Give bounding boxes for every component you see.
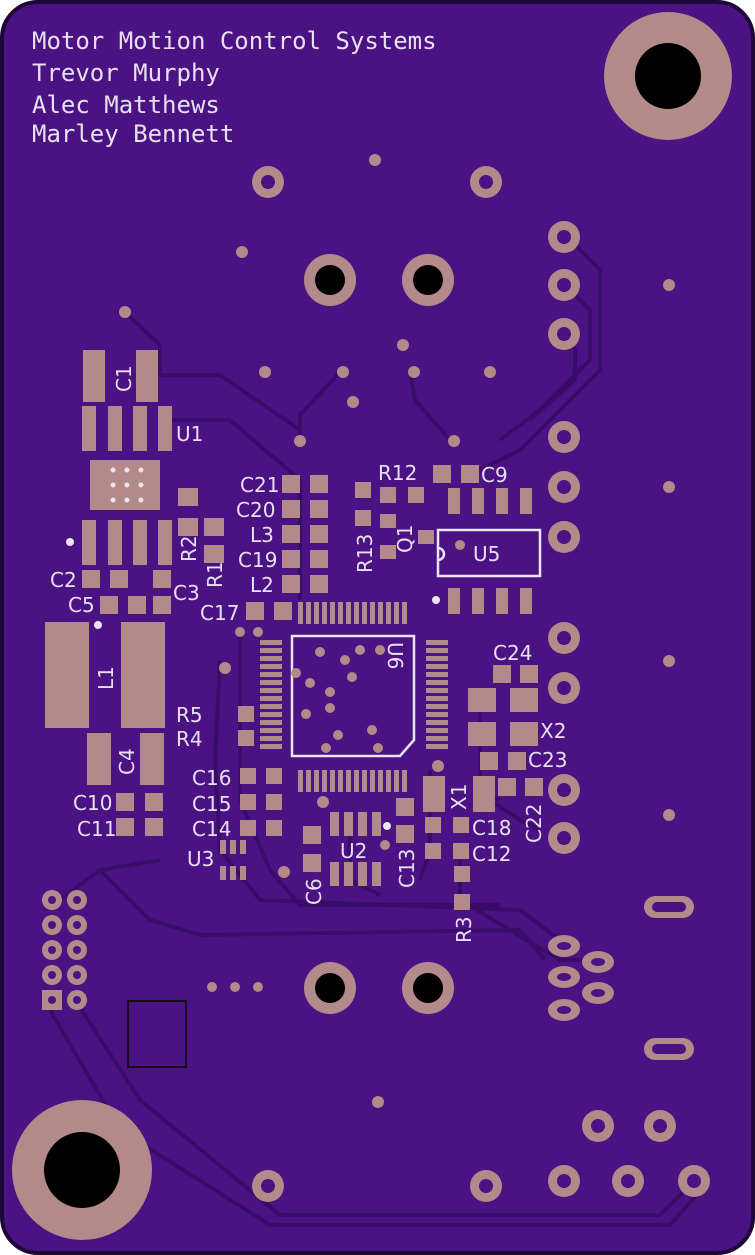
u6-pins-right [426,640,448,749]
silk-outlines [127,528,542,1068]
label-R12: R12 [378,461,417,485]
label-U2: U2 [340,839,367,863]
label-C13: C13 [395,849,419,888]
label-C5: C5 [68,593,95,617]
label-R1: R1 [203,561,227,588]
label-X1: X1 [447,784,471,810]
label-C4: C4 [115,748,139,775]
connector-slots [548,896,694,1060]
label-C16: C16 [192,766,231,790]
label-U3: U3 [187,847,214,871]
label-C24: C24 [493,641,532,665]
label-C22: C22 [522,804,546,843]
mounting-hole-bottom-left [12,1100,152,1240]
label-U1: U1 [176,422,203,446]
label-C19: C19 [238,548,277,572]
label-U6: U6 [383,642,407,669]
label-C6: C6 [302,878,326,905]
u6-pins-bottom [298,770,407,792]
u6-pins-top [298,602,407,624]
thru-pad-holes [261,175,701,1193]
label-C11: C11 [77,817,116,841]
label-R4: R4 [176,727,203,751]
label-C15: C15 [192,792,231,816]
title-line-3: Alec Matthews [32,91,220,119]
board-title: Motor Motion Control Systems Trevor Murp… [32,27,437,148]
label-C21: C21 [240,473,279,497]
mounting-hole-top-right [604,12,732,140]
title-line-1: Motor Motion Control Systems [32,27,437,55]
label-L3: L3 [250,523,274,547]
silk-dots [66,467,440,830]
pin-header-holes [48,896,81,1004]
label-C23: C23 [528,748,567,772]
label-C14: C14 [192,817,231,841]
title-line-4: Marley Bennett [32,120,234,148]
label-L1: L1 [94,666,118,690]
label-Q1: Q1 [393,525,417,553]
label-R2: R2 [177,535,201,562]
label-U5: U5 [473,542,500,566]
label-L2: L2 [250,573,274,597]
label-C9: C9 [481,463,508,487]
label-R5: R5 [176,703,203,727]
label-C20: C20 [236,498,275,522]
label-R13: R13 [353,534,377,573]
u6-pins-left [260,640,282,749]
label-C1: C1 [112,365,136,392]
label-X2: X2 [540,719,566,743]
label-C3: C3 [173,581,200,605]
large-holes [304,254,454,1014]
label-R3: R3 [452,916,476,943]
label-C12: C12 [472,842,511,866]
label-C18: C18 [472,816,511,840]
label-C10: C10 [73,791,112,815]
u6-inner-vias [291,645,385,753]
ref-designators: C1 U1 R2 R1 C2 C3 C5 L1 C21 C20 L3 C19 L… [50,365,567,943]
label-C2: C2 [50,568,77,592]
title-line-2: Trevor Murphy [32,59,220,87]
label-C17: C17 [200,601,239,625]
smd-pads [45,350,543,910]
